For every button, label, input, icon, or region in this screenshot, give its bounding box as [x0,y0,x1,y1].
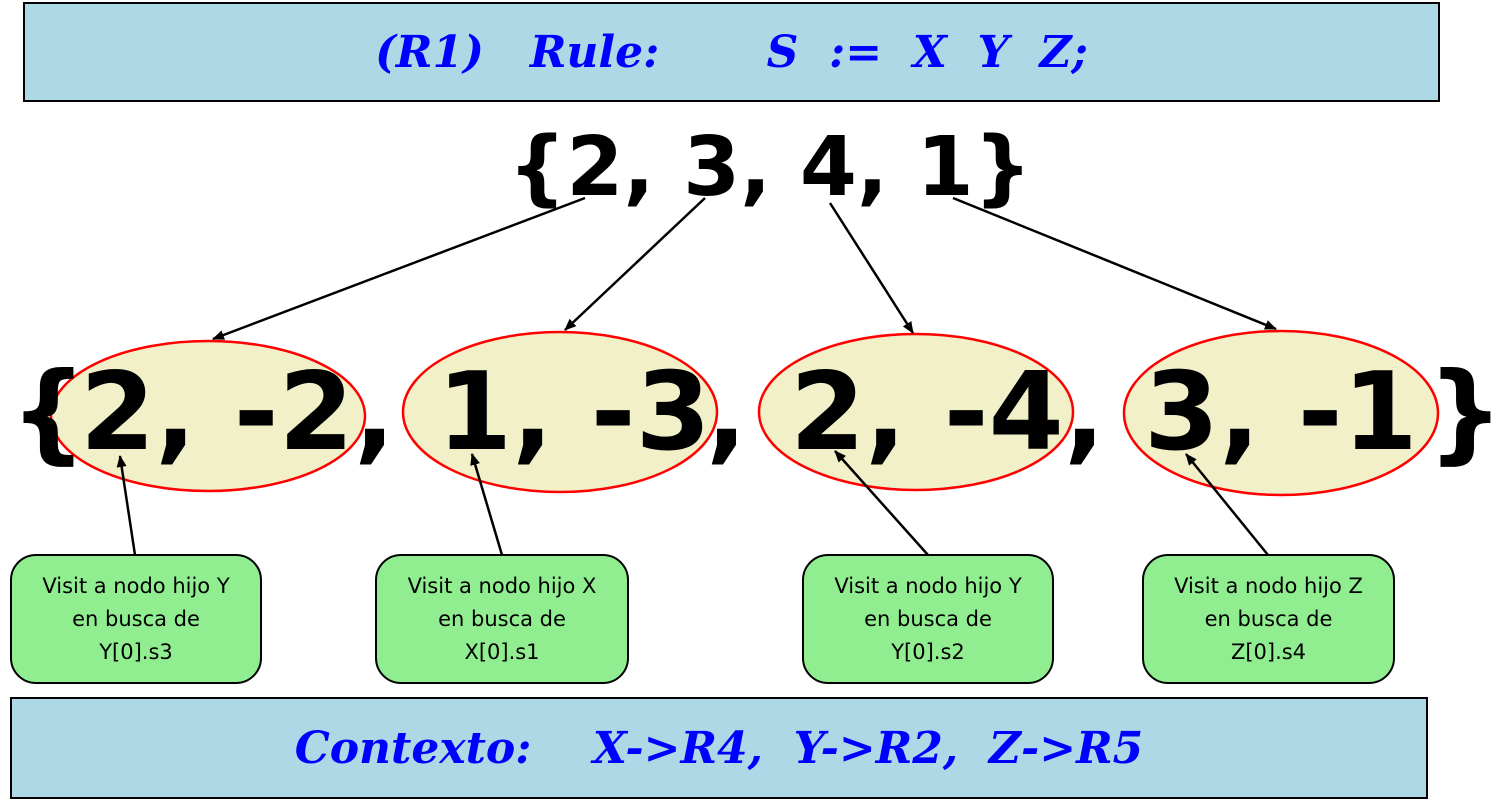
pair-text-1: 2, -2 [80,350,354,475]
note-4-line2: en busca de [1204,606,1333,631]
note-3-line2: en busca de [864,606,992,631]
arrow-note-1 [116,455,137,556]
note-4-line1: Visit a nodo hijo Z [1174,573,1363,598]
pair-text-3: 2, -4 [790,350,1064,475]
arrow-note-2 [470,453,504,556]
arrow-top-to-pair-2 [564,197,706,331]
note-box-2: Visit a nodo hijo X en busca de X[0].s1 [375,554,629,684]
pair-ellipse-1 [49,339,367,493]
note-1-line1: Visit a nodo hijo Y [42,573,230,598]
context-banner: Contexto: X->R4, Y->R2, Z->R5 [10,697,1428,799]
arrow-top-to-pair-4 [952,196,1277,331]
note-2-line2: en busca de [438,606,566,631]
rule-banner: (R1) Rule: S := X Y Z; [23,2,1440,102]
note-box-3: Visit a nodo hijo Y en busca de Y[0].s2 [802,554,1054,684]
arrow-top-to-pair-3 [828,202,915,334]
note-box-4: Visit a nodo hijo Z en busca de Z[0].s4 [1142,554,1395,684]
arrow-top-to-pair-1 [212,196,586,341]
comma-1: , [354,350,396,475]
top-set: {2, 3, 4, 1} [507,120,1033,215]
note-3-line3: Y[0].s2 [891,639,965,664]
pair-ellipse-4 [1122,329,1440,497]
comma-3: , [1064,350,1106,475]
note-3-line1: Visit a nodo hijo Y [834,573,1022,598]
pair-text-4: 3, -1 [1144,350,1418,475]
pair-text-2: 1, -3 [437,350,711,475]
pair-ellipse-2 [401,330,719,494]
note-box-1: Visit a nodo hijo Y en busca de Y[0].s3 [10,554,262,684]
note-2-line3: X[0].s1 [464,639,540,664]
note-1-line3: Y[0].s3 [99,639,173,664]
note-2-line1: Visit a nodo hijo X [407,573,597,598]
note-1-line2: en busca de [72,606,200,631]
context-text: Contexto: X->R4, Y->R2, Z->R5 [294,722,1144,774]
close-brace: } [1427,350,1500,475]
open-brace: { [10,350,87,475]
note-4-line3: Z[0].s4 [1230,639,1307,664]
arrow-note-4 [1185,453,1269,556]
comma-2: , [706,350,748,475]
arrow-note-3 [834,450,929,556]
rule-text: (R1) Rule: S := X Y Z; [375,26,1088,78]
